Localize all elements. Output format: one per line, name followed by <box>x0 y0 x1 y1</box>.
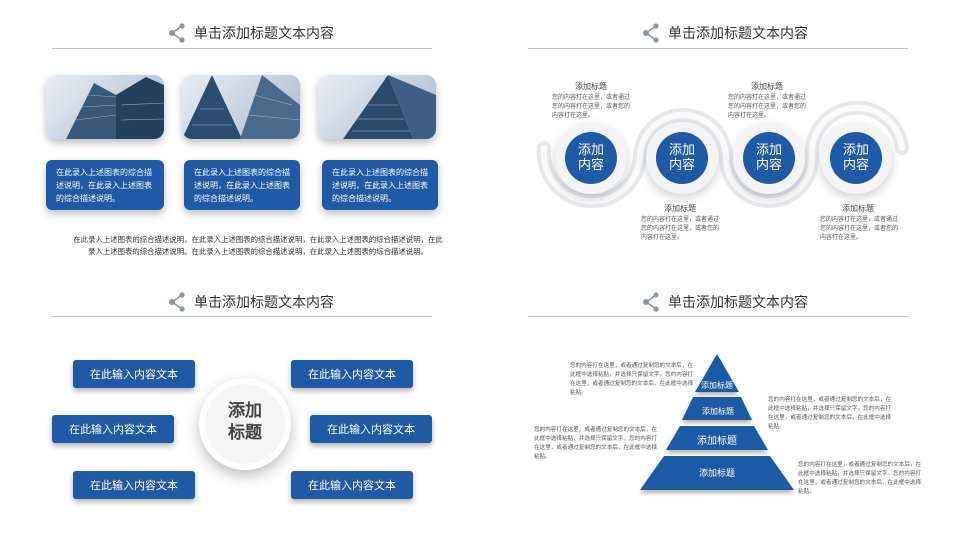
q2-label-4-text: 您的内容打在这里，或者通过您的内容打在这里，或者您的内容打在这里。 <box>820 216 899 241</box>
q3-pill-1: 在此输入内容文本 <box>73 360 195 388</box>
share-nodes-icon <box>643 23 659 43</box>
q1-paragraph: 在此录入上述图表的综合描述说明，在此录入上述图表的综合描述说明，在此录入上述图表… <box>58 234 458 258</box>
q2-header: 单击添加标题文本内容 <box>642 22 808 44</box>
q1-title: 单击添加标题文本内容 <box>194 26 334 42</box>
q4-note-3: 您的内容打在这里，或者通过复制您的文本后，在此框中选择粘贴，并选择只保留文字。您… <box>534 427 658 460</box>
q2-label-2-title: 添加标题 <box>664 204 696 213</box>
q2-circle-3: 添加内容 <box>733 122 805 194</box>
q3-title: 单击添加标题文本内容 <box>194 295 334 311</box>
q3-center-circle: 添加标题 <box>199 378 291 470</box>
q2-label-1-title: 添加标题 <box>575 82 607 91</box>
q3-pill-4: 在此输入内容文本 <box>291 360 413 388</box>
q2-circle-4: 添加内容 <box>820 122 892 194</box>
share-nodes-icon <box>643 292 659 312</box>
q4-note-2: 您的内容打在这里，或者通过复制您的文本后，在此框中选择粘贴，并选择只保留文字。您… <box>768 397 892 430</box>
wave-track <box>536 100 909 209</box>
q4-note-1: 您的内容打在这里，或者通过复制您的文本后，在此框中选择粘贴，并选择只保留文字。您… <box>570 363 694 396</box>
q4-note-4: 您的内容打在这里，或者通过复制您的文本后，在此框中选择粘贴，并选择只保留文字。您… <box>798 462 922 495</box>
building-photo-1 <box>46 75 164 139</box>
pyramid-tier-2: 添加标题 <box>702 406 734 416</box>
pyramid-tier-1: 添加标题 <box>701 380 733 390</box>
q2-label-4-title: 添加标题 <box>842 204 874 213</box>
q3-pill-6: 在此输入内容文本 <box>291 471 413 499</box>
q2-circle-4-label: 添加内容 <box>830 132 882 184</box>
q3-pill-2: 在此输入内容文本 <box>52 415 174 443</box>
q4-title: 单击添加标题文本内容 <box>668 295 808 311</box>
q2-label-2-text: 您的内容打在这里，或者通过您的内容打在这里，或者您的内容打在这里。 <box>641 216 720 241</box>
q1-divider <box>52 48 432 49</box>
q2-title: 单击添加标题文本内容 <box>668 26 808 42</box>
share-nodes-icon <box>169 23 185 43</box>
q3-center-label: 添加标题 <box>228 401 262 443</box>
q2-divider <box>528 48 908 49</box>
q1-paragraph-line2: 录入上述图表的综合描述说明。在此录入上述图表的综合描述说明，在此录入上述图表的综… <box>88 247 428 256</box>
q3-pill-5: 在此输入内容文本 <box>310 415 432 443</box>
share-nodes-icon <box>169 292 185 312</box>
q2-circle-1-label: 添加内容 <box>565 132 617 184</box>
q1-desc-box-1: 在此录入上述图表的综合描述说明，在此录入上述图表的综合描述说明。 <box>46 160 164 210</box>
q3-divider <box>52 316 432 317</box>
q2-circle-2: 添加内容 <box>646 122 718 194</box>
q2-label-1-text: 您的内容打在这里，或者通过您的内容打在这里，或者您的内容打在这里。 <box>552 94 631 119</box>
q2-circle-3-label: 添加内容 <box>743 132 795 184</box>
q4-divider <box>528 316 908 317</box>
q1-header: 单击添加标题文本内容 <box>168 22 334 44</box>
q1-desc-box-2: 在此录入上述图表的综合描述说明，在此录入上述图表的综合描述说明。 <box>184 160 300 210</box>
q4-header: 单击添加标题文本内容 <box>642 291 808 313</box>
pyramid-tier-4: 添加标题 <box>698 468 735 479</box>
pyramid-shape <box>640 354 794 490</box>
q2-circle-2-label: 添加内容 <box>656 132 708 184</box>
q1-desc-box-3: 在此录入上述图表的综合描述说明，在此录入上述图表的综合描述说明。 <box>322 160 438 210</box>
building-photo-3 <box>318 75 436 139</box>
q2-circle-1: 添加内容 <box>555 122 627 194</box>
q2-label-3-title: 添加标题 <box>751 82 783 91</box>
building-photo-2 <box>182 75 300 139</box>
q1-paragraph-line1: 在此录入上述图表的综合描述说明，在此录入上述图表的综合描述说明，在此录入上述图表… <box>73 235 443 244</box>
q2-label-3-text: 您的内容打在这里，或者通过您的内容打在这里，或者您的内容打在这里。 <box>728 94 807 119</box>
pyramid-tier-3: 添加标题 <box>697 435 737 447</box>
q3-pill-3: 在此输入内容文本 <box>73 471 195 499</box>
q3-header: 单击添加标题文本内容 <box>168 291 334 313</box>
